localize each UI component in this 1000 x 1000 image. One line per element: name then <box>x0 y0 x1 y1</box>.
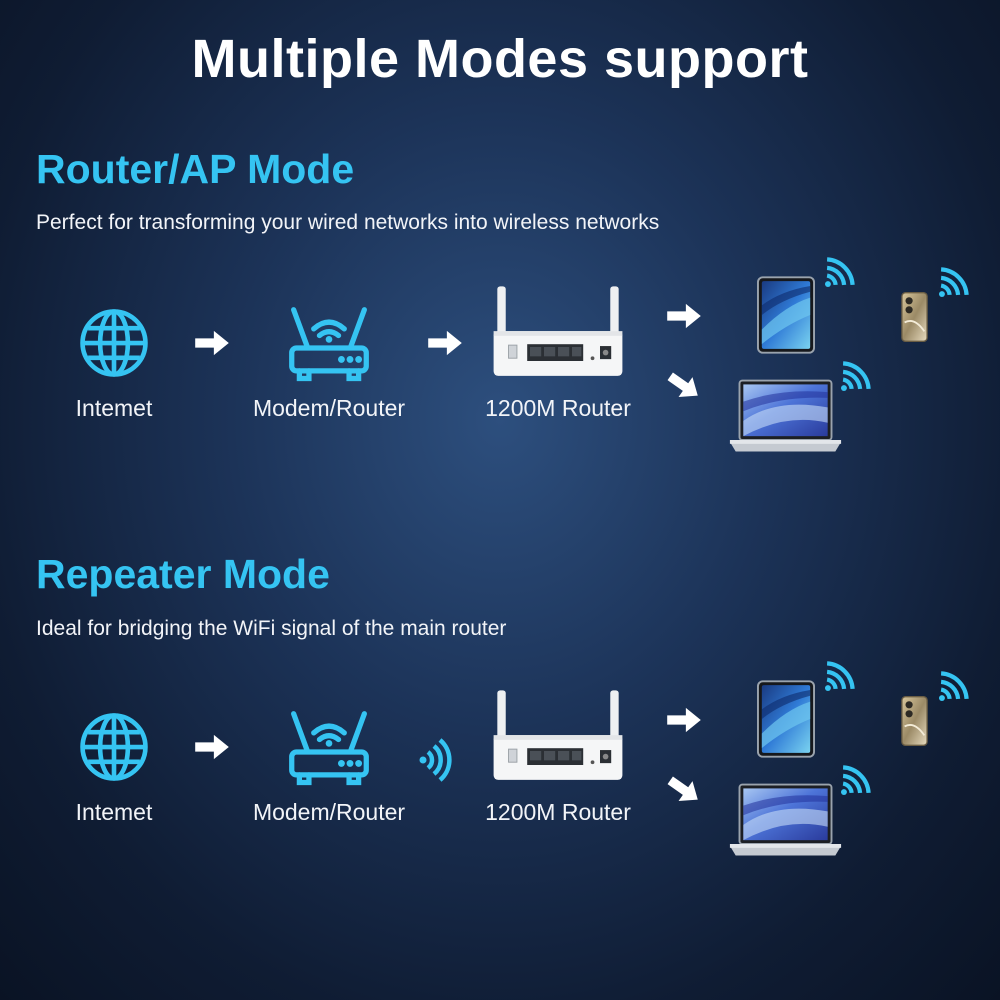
arrow-right-icon <box>665 302 703 330</box>
arrow-right-icon <box>193 733 231 761</box>
mode-description: Perfect for transforming your wired netw… <box>36 211 660 234</box>
router-device-icon <box>488 286 628 380</box>
phone-icon <box>901 289 928 345</box>
wifi-signal-icon <box>822 660 856 694</box>
tablet-icon <box>757 678 815 760</box>
wifi-signal-icon <box>936 266 970 300</box>
arrow-right-icon <box>193 329 231 357</box>
router-device-icon <box>488 690 628 784</box>
arrow-down-right-icon <box>660 768 707 813</box>
globe-icon <box>77 306 151 380</box>
arrow-down-right-icon <box>660 364 707 409</box>
wifi-signal-icon <box>936 670 970 704</box>
node-label-modem-router: Modem/Router <box>252 799 406 825</box>
phone-icon <box>901 693 928 749</box>
tablet-icon <box>757 274 815 356</box>
modem-router-icon <box>286 708 372 794</box>
node-label-1200m-router: 1200M Router <box>485 395 631 421</box>
node-label-1200m-router: 1200M Router <box>485 799 631 825</box>
mode-description: Ideal for bridging the WiFi signal of th… <box>36 617 507 640</box>
wireless-link-icon <box>418 738 452 782</box>
mode-title: Repeater Mode <box>36 551 330 597</box>
mode-title: Router/AP Mode <box>36 146 355 192</box>
wifi-signal-icon <box>822 256 856 290</box>
node-label-internet: Intemet <box>75 395 153 421</box>
page-title: Multiple Modes support <box>191 29 809 89</box>
laptop-icon <box>728 782 843 860</box>
modem-router-icon <box>286 304 372 390</box>
globe-icon <box>77 710 151 784</box>
arrow-right-icon <box>665 706 703 734</box>
laptop-icon <box>728 378 843 456</box>
wifi-signal-icon <box>838 764 872 798</box>
node-label-internet: Intemet <box>75 799 153 825</box>
arrow-right-icon <box>426 329 464 357</box>
node-label-modem-router: Modem/Router <box>252 395 406 421</box>
wifi-signal-icon <box>838 360 872 394</box>
